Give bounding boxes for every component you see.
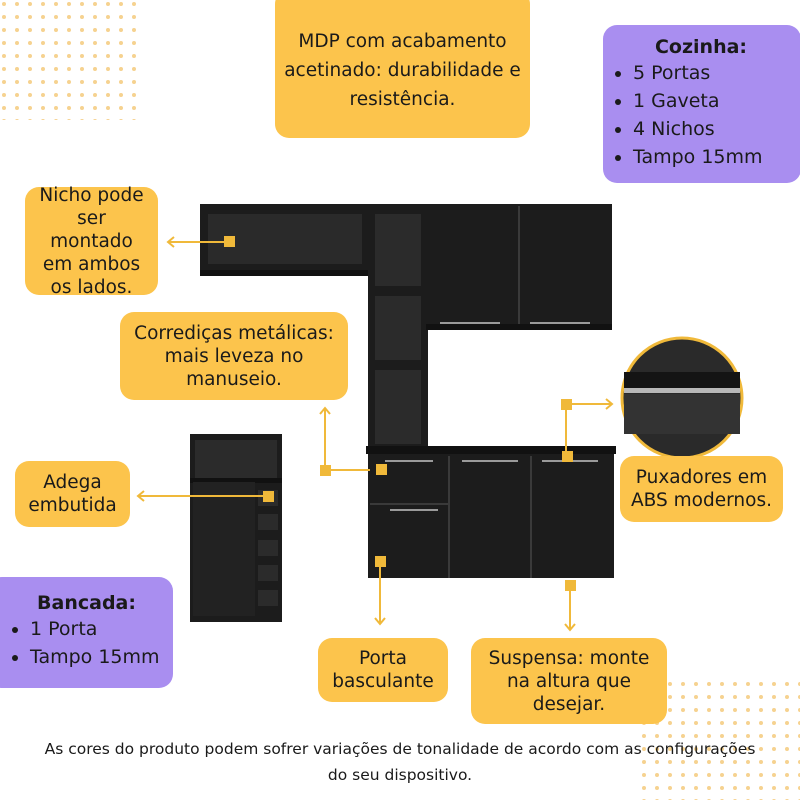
cozinha-item: Tampo 15mm: [633, 143, 791, 171]
callout-nicho-text: Nicho pode ser montado em ambos os lados…: [39, 184, 144, 298]
bancada-wine-cabinet: [190, 434, 282, 622]
callout-porta: Porta basculante: [318, 638, 448, 702]
handle-zoom-circle: [620, 336, 744, 460]
cozinha-item: 1 Gaveta: [633, 87, 791, 115]
cozinha-title: Cozinha:: [654, 36, 748, 58]
callout-suspensa-text: Suspensa: monte na altura que desejar.: [488, 647, 650, 715]
cozinha-info-box: Cozinha: 5 Portas 1 Gaveta 4 Nichos Tamp…: [603, 25, 800, 183]
cozinha-item: 4 Nichos: [633, 115, 791, 143]
callout-suspensa: Suspensa: monte na altura que desejar.: [471, 638, 667, 724]
callout-puxadores: Puxadores em ABS modernos.: [620, 456, 783, 522]
callout-porta-text: Porta basculante: [332, 648, 434, 692]
upper-wall-cabinet: [426, 204, 612, 330]
callout-markers: [224, 236, 576, 591]
cozinha-item: 5 Portas: [633, 59, 791, 87]
callout-adega-text: Adega embutida: [28, 472, 117, 516]
base-cabinet: [366, 446, 616, 578]
callout-mdp-text: MDP com acabamento acetinado: durabilida…: [284, 30, 521, 110]
callout-mdp: MDP com acabamento acetinado: durabilida…: [275, 0, 530, 138]
dot-pattern-top-left: [0, 0, 140, 120]
callout-puxadores-text: Puxadores em ABS modernos.: [631, 467, 772, 511]
callout-corredicas: Corrediças metálicas: mais leveza no man…: [120, 312, 348, 400]
callout-nicho: Nicho pode ser montado em ambos os lados…: [25, 185, 158, 298]
bancada-item: 1 Porta: [30, 615, 165, 643]
color-disclaimer: As cores do produto podem sofrer variaçõ…: [44, 740, 756, 784]
callout-corredicas-text: Corrediças metálicas: mais leveza no man…: [134, 322, 334, 390]
callout-adega: Adega embutida: [15, 461, 130, 527]
bancada-title: Bancada:: [37, 592, 136, 614]
niche-tower: [368, 204, 428, 452]
cozinha-list: 5 Portas 1 Gaveta 4 Nichos Tampo 15mm: [611, 59, 791, 171]
bancada-item: Tampo 15mm: [30, 643, 165, 671]
callout-arrows: [136, 236, 614, 632]
bancada-info-box: Bancada: 1 Porta Tampo 15mm: [0, 577, 173, 688]
bancada-list: 1 Porta Tampo 15mm: [8, 615, 165, 671]
